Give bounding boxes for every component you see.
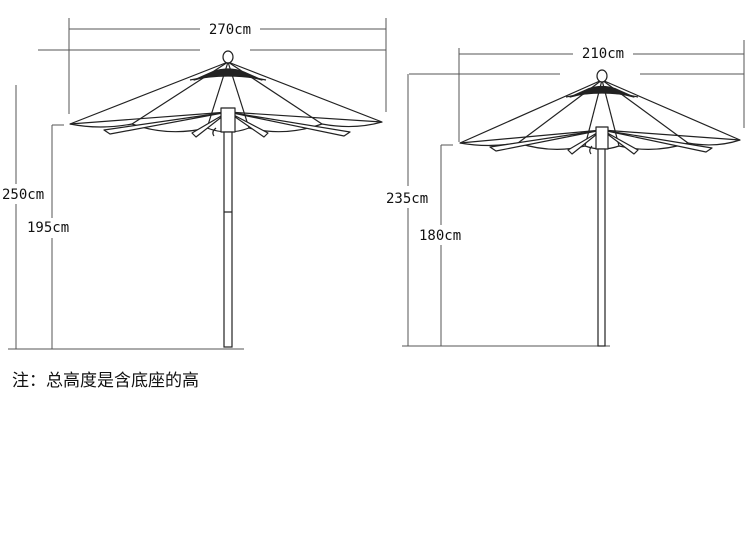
width-dimension-large — [38, 18, 387, 114]
width-label-large: 270cm — [209, 22, 251, 38]
total-height-dimension-large — [8, 85, 244, 350]
umbrella-small: 210cm 235cm 180cm — [386, 40, 745, 347]
total-height-label-small: 235cm — [386, 191, 428, 207]
umbrella-large: 270cm 250cm 195cm — [2, 18, 387, 350]
clearance-dimension-small — [440, 144, 453, 346]
total-height-label-large: 250cm — [2, 187, 44, 203]
pole-large — [223, 131, 233, 348]
width-label-small: 210cm — [582, 46, 624, 62]
canopy-small — [459, 69, 741, 155]
canopy-large — [69, 50, 383, 138]
clearance-label-small: 180cm — [419, 228, 461, 244]
pole-small — [597, 148, 606, 347]
width-dimension-small — [409, 40, 745, 142]
total-height-dimension-small — [402, 74, 610, 347]
height-note: 注：总高度是含底座的高 — [12, 371, 199, 391]
clearance-label-large: 195cm — [27, 220, 69, 236]
clearance-dimension-large — [51, 124, 64, 349]
